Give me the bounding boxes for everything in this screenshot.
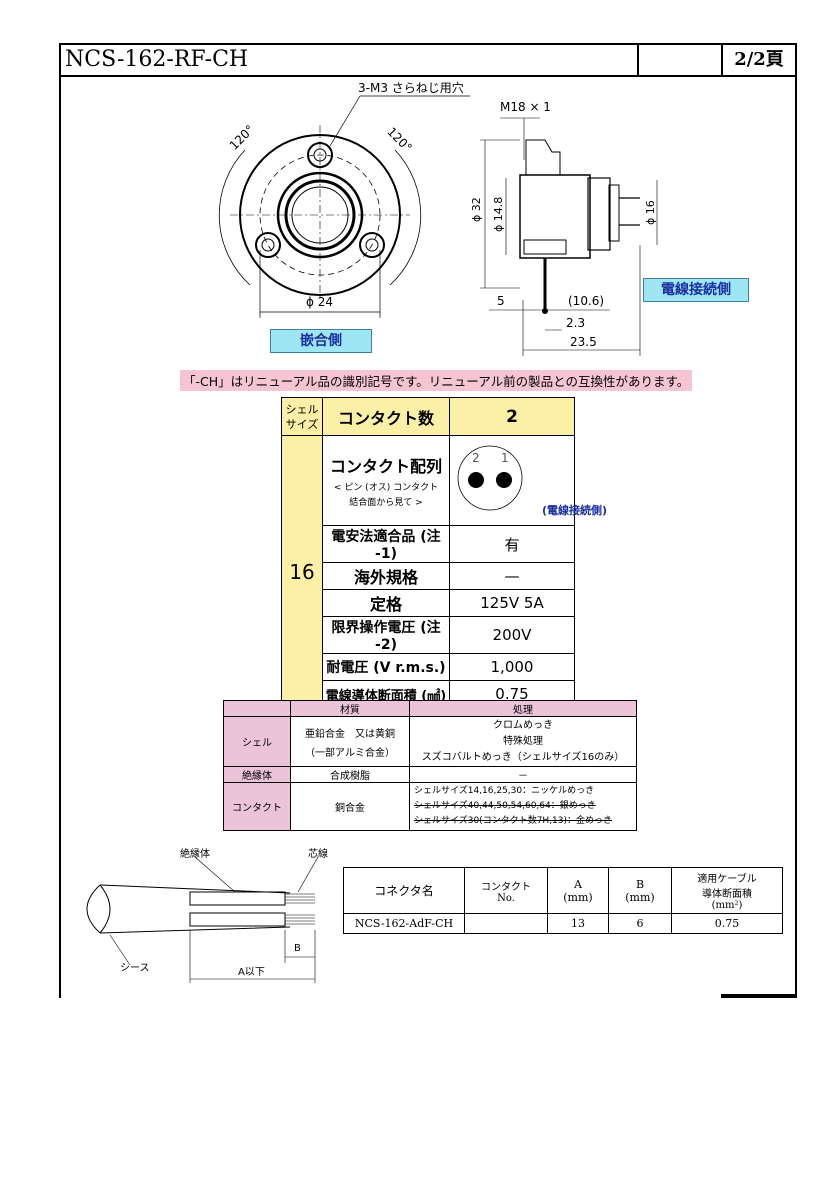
- dim235-label: 23.5: [570, 335, 597, 349]
- cab-h-contact: コンタクト No.: [464, 867, 548, 914]
- cab-contact: [464, 913, 548, 934]
- cab-connector: NCS-162-AdF-CH: [343, 913, 465, 934]
- angle-right: 120°: [384, 125, 414, 155]
- contacts-value: 2: [449, 397, 575, 436]
- spec-row-label: 海外規格: [322, 562, 450, 590]
- mat-shell: シェル: [223, 716, 291, 767]
- a-dim-label: A以下: [238, 967, 265, 978]
- spec-row-label: 電安法適合品 (注 -1): [322, 525, 450, 563]
- b-dim-label: B: [294, 943, 301, 954]
- cab-h-area: 適用ケーブル 導体断面積 (mm²): [671, 867, 783, 914]
- mat-shell-finish: クロムめっき 特殊処理 スズコバルトめっき（シェルサイズ16のみ）: [409, 716, 637, 767]
- shell-size-header: シェル サイズ: [281, 397, 323, 436]
- layout-label: コンタクト配列: [329, 457, 442, 476]
- contact-fin1: シェルサイズ14,16,25,30：ニッケルめっき: [414, 786, 595, 796]
- contact-layout-diagram: 2 1: [457, 445, 523, 511]
- page-frame: [59, 43, 797, 998]
- layout-cell: コンタクト配列 < ピン (オス) コンタクト 結合面から見て >: [322, 435, 450, 526]
- spec-row-value: 1,000: [449, 653, 575, 681]
- dia148-label: ϕ 14.8: [492, 197, 505, 232]
- spec-row-label: 耐電圧 (V r.m.s.): [322, 653, 450, 681]
- mat-contact: コンタクト: [223, 782, 291, 831]
- materials-table: 材質 処理 シェル 亜鉛合金 又は黄銅 （一部アルミ合金） クロムめっき 特殊処…: [223, 700, 637, 831]
- front-view: [218, 95, 470, 318]
- layout-sub2: 結合面から見て >: [349, 498, 423, 508]
- mat-blank-header: [223, 700, 291, 717]
- mat-contact-material: 銅合金: [290, 782, 410, 831]
- pin-2: [468, 472, 484, 488]
- dim5-label: 5: [497, 294, 505, 308]
- mat-col-material: 材質: [290, 700, 410, 717]
- dim106-label: (10.6): [568, 294, 604, 308]
- spec-row-label: 限界操作電圧 (注 -2): [322, 616, 450, 654]
- layout-sub1: < ピン (オス) コンタクト: [333, 483, 439, 493]
- cab-h-connector: コネクタ名: [343, 867, 465, 914]
- shell-mat1: 亜鉛合金 又は黄銅: [305, 728, 395, 740]
- mat-col-finish: 処理: [409, 700, 637, 717]
- contact-fin2: シェルサイズ40,44,50,54,60,64：銀めっき: [414, 801, 596, 811]
- shell-fin3: スズコバルトめっき（シェルサイズ16のみ）: [421, 751, 625, 763]
- thread-label: M18 × 1: [500, 100, 551, 114]
- core-label: 芯線: [308, 847, 328, 860]
- contacts-label: コンタクト数: [322, 397, 450, 436]
- spec-row-value: 125V 5A: [449, 589, 575, 617]
- angle-left: 120°: [227, 122, 257, 152]
- renewal-note: 「-CH」はリニューアル品の識別記号です。リニューアル前の製品との互換性がありま…: [180, 370, 693, 391]
- mat-insulator-finish: －: [409, 766, 637, 783]
- spec-table: シェル サイズ コンタクト数 2 16 コンタクト配列 < ピン (オス) コン…: [281, 397, 607, 708]
- layout-diagram-cell: 2 1 (電線接続側): [449, 435, 607, 526]
- screw-note: 3-M3 さらねじ用穴: [358, 80, 464, 95]
- cab-a: 13: [547, 913, 609, 934]
- sheath-label: シース: [120, 963, 150, 974]
- bottom-rule: [721, 994, 797, 998]
- pin2-label: 2: [472, 451, 480, 465]
- dia32-label: ϕ 32: [470, 197, 483, 222]
- wire-side-label: 電線接続側: [643, 278, 749, 302]
- side-ground-dot: [542, 308, 548, 314]
- layout-side-label: (電線接続側): [542, 504, 608, 517]
- insulator-label: 絶縁体: [180, 847, 210, 860]
- technical-drawing: 3-M3 さらねじ用穴 120° 120° ϕ 24 M18 × 1 ϕ 32 …: [218, 80, 658, 356]
- mat-insulator-material: 合成樹脂: [290, 766, 410, 783]
- spec-row-value: 有: [449, 525, 575, 563]
- mating-side-label: 嵌合側: [270, 329, 372, 353]
- pin-1: [496, 472, 512, 488]
- page-number: 2/2頁: [734, 49, 784, 70]
- front-diameter: ϕ 24: [306, 295, 333, 309]
- spec-row-value: 200V: [449, 616, 575, 654]
- spec-row-label: 定格: [322, 589, 450, 617]
- shell-fin2: 特殊処理: [503, 735, 543, 747]
- shell-fin1: クロムめっき: [493, 719, 553, 731]
- mat-contact-finish: シェルサイズ14,16,25,30：ニッケルめっき シェルサイズ40,44,50…: [409, 782, 637, 831]
- mat-shell-material: 亜鉛合金 又は黄銅 （一部アルミ合金）: [290, 716, 410, 767]
- shell-mat2: （一部アルミ合金）: [305, 747, 395, 759]
- dia16-label: ϕ 16: [644, 200, 657, 225]
- side-view: [480, 117, 658, 356]
- cab-b: 6: [608, 913, 672, 934]
- cable-drawing: 絶縁体 芯線 シース B A以下: [86, 847, 328, 983]
- header: NCS-162-RF-CH 2/2頁: [59, 43, 797, 77]
- contact-fin3: シェルサイズ30(コンタクト数7H,13)：金めっき: [414, 816, 613, 826]
- spec-row-value: —: [449, 562, 575, 590]
- part-number-title: NCS-162-RF-CH: [61, 45, 639, 75]
- mat-insulator: 絶縁体: [223, 766, 291, 783]
- cab-h-a: A (mm): [547, 867, 609, 914]
- pin1-label: 1: [501, 451, 509, 465]
- dim23-label: 2.3: [566, 316, 585, 330]
- cable-table: コネクタ名 コンタクト No. A (mm) B (mm) 適用ケーブル 導体断…: [343, 867, 783, 934]
- cab-area: 0.75: [671, 913, 783, 934]
- shell-size-value: 16: [281, 435, 323, 708]
- cab-h-b: B (mm): [608, 867, 672, 914]
- header-blank-cell: [639, 45, 723, 75]
